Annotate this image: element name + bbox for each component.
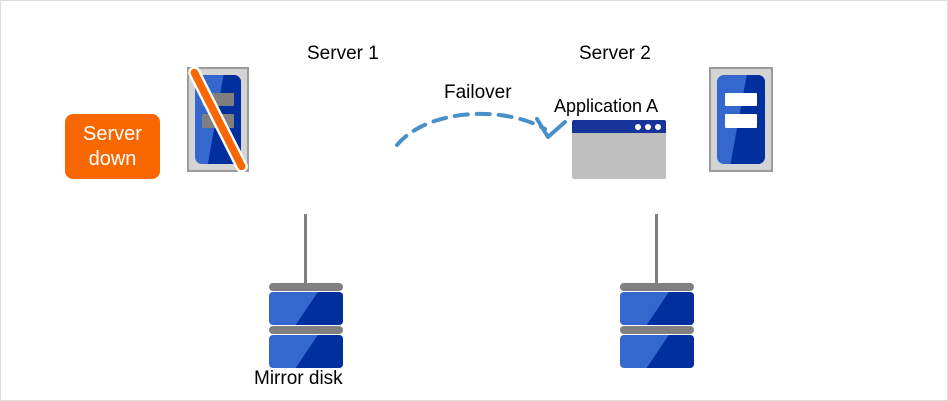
disk-stack-icon bbox=[269, 283, 343, 369]
window-titlebar bbox=[572, 120, 666, 133]
server-1-title: Server 1 bbox=[307, 43, 379, 64]
server-bay-bar bbox=[724, 114, 758, 128]
server-bay-bar bbox=[202, 92, 234, 107]
server-2-title: Server 2 bbox=[579, 43, 651, 64]
application-window-icon bbox=[572, 120, 666, 179]
disk-platter bbox=[620, 335, 694, 368]
status-badge-line2: down bbox=[88, 147, 137, 170]
window-dot bbox=[655, 123, 661, 130]
server-rack-icon bbox=[709, 67, 773, 172]
curved-dashed-arrow-icon bbox=[395, 111, 567, 147]
status-badge-line1: Server bbox=[83, 122, 142, 145]
disk-platter bbox=[269, 335, 343, 368]
window-dot bbox=[635, 123, 641, 130]
server-bay-bar bbox=[724, 92, 758, 107]
server-bay-bar bbox=[202, 114, 234, 128]
disk-cap bbox=[269, 283, 343, 291]
disk-platter bbox=[269, 292, 343, 325]
disk-cap bbox=[620, 283, 694, 291]
disk-cap bbox=[620, 326, 694, 334]
application-label: Application A bbox=[554, 96, 659, 116]
server-rack-disabled-icon bbox=[187, 66, 249, 173]
disk-cap bbox=[269, 326, 343, 334]
window-dot bbox=[645, 123, 651, 130]
mirror-disk-label: Mirror disk bbox=[254, 368, 343, 389]
window-dots bbox=[635, 123, 661, 130]
connector-line-server-1 bbox=[304, 214, 307, 285]
disk-stack-icon bbox=[620, 283, 694, 369]
connector-line-server-2 bbox=[655, 214, 658, 285]
failover-label: Failover bbox=[444, 82, 512, 103]
disk-platter bbox=[620, 292, 694, 325]
server-chassis bbox=[717, 75, 765, 164]
window-body bbox=[572, 133, 666, 179]
server-chassis bbox=[195, 75, 241, 164]
status-badge: Server down bbox=[65, 114, 160, 179]
